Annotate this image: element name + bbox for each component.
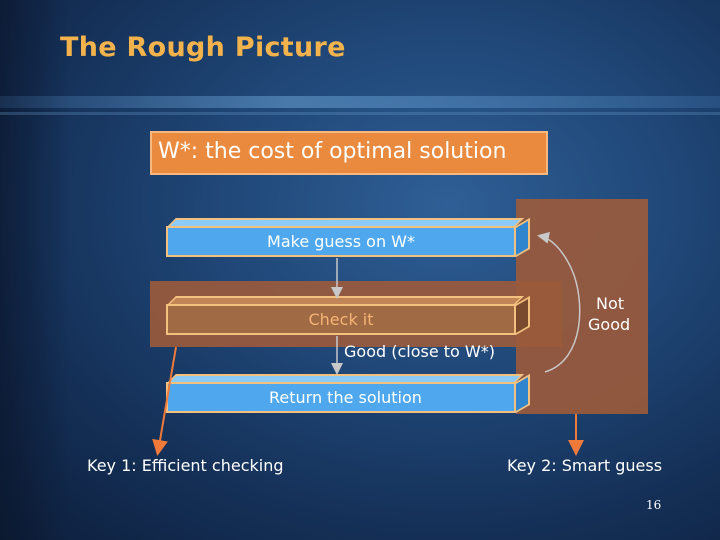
make-guess-label: Make guess on W* — [166, 226, 516, 257]
background-shade — [0, 0, 70, 540]
definition-box: W*: the cost of optimal solution — [150, 131, 548, 175]
return-solution-label: Return the solution — [166, 382, 516, 413]
not-good-label-line1: Not — [596, 294, 625, 313]
page-number: 16 — [646, 498, 662, 512]
good-branch-label: Good (close to W*) — [344, 342, 495, 361]
background-streak — [0, 96, 720, 108]
key2-label: Key 2: Smart guess — [507, 456, 663, 475]
check-label: Check it — [166, 304, 516, 335]
key1-arrow — [152, 346, 177, 456]
background-streak-thin — [0, 112, 720, 115]
not-good-label-line2: Good — [588, 315, 631, 334]
slide-title: The Rough Picture — [60, 32, 346, 63]
key1-label: Key 1: Efficient checking — [87, 456, 284, 475]
not-good-loop-arrow — [537, 231, 581, 373]
